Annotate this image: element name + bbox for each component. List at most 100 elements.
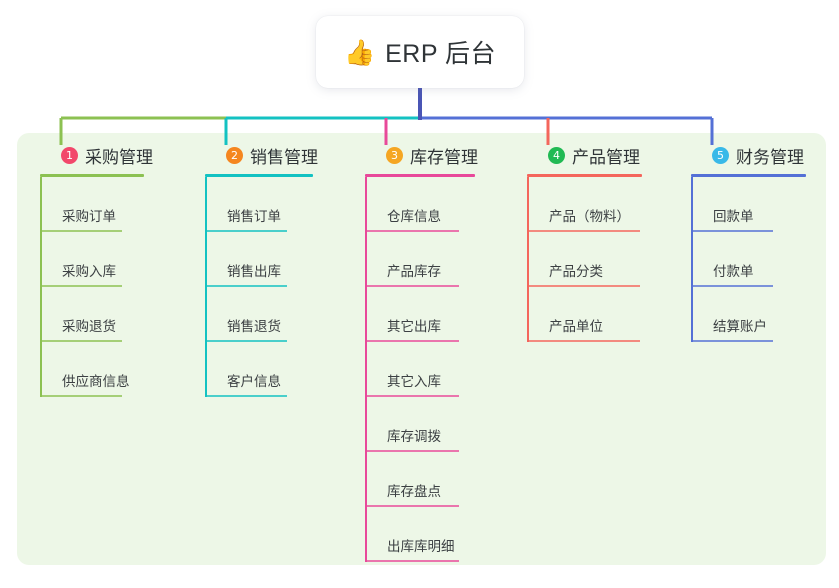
item-underline [205,230,287,232]
column-badge-4: 4 [548,146,565,164]
column-items: 回款单付款单结算账户 [691,177,839,342]
item-label: 其它入库 [387,374,441,389]
item-underline [365,285,459,287]
list-item[interactable]: 产品分类 [527,232,697,287]
list-item[interactable]: 产品（物料） [527,177,697,232]
item-underline [365,450,459,452]
column-badge-2: 2 [226,146,243,164]
item-label: 销售退货 [227,319,281,334]
column-badge-1: 1 [61,146,78,164]
item-spine [691,232,693,287]
item-label: 采购订单 [62,209,116,224]
item-underline [365,230,459,232]
list-item[interactable]: 产品单位 [527,287,697,342]
column-items: 产品（物料） 产品分类产品单位 [527,177,697,342]
list-item[interactable]: 采购退货 [40,287,200,342]
item-underline [691,285,773,287]
list-item[interactable]: 库存调拨 [365,397,535,452]
page-title: ERP 后台 [385,40,497,68]
column-underline [691,174,806,177]
item-spine [365,397,367,452]
column-badge-3: 3 [386,146,403,164]
column-underline [205,174,313,177]
column-header-2[interactable]: 2 销售管理 [205,143,365,167]
item-underline [365,340,459,342]
item-spine [527,232,529,287]
column-header-1[interactable]: 1 采购管理 [40,143,200,167]
item-underline [205,285,287,287]
item-underline [527,285,640,287]
list-item[interactable]: 回款单 [691,177,839,232]
column-title: 销售管理 [250,147,318,167]
item-spine [365,342,367,397]
item-underline [205,395,287,397]
column-underline [40,174,144,177]
list-item[interactable]: 其它入库 [365,342,535,397]
item-spine [365,452,367,507]
column-items: 采购订单采购入库采购退货供应商信息 [40,177,200,397]
list-item[interactable]: 销售退货 [205,287,365,342]
list-item[interactable]: 出库库明细 [365,507,535,562]
list-item[interactable]: 产品库存 [365,232,535,287]
item-label: 库存盘点 [387,484,441,499]
list-item[interactable]: 其它出库 [365,287,535,342]
column-underline [527,174,642,177]
item-label: 产品分类 [549,264,603,279]
column-items: 仓库信息产品库存其它出库其它入库库存调拨库存盘点出库库明细 [365,177,535,562]
item-label: 销售订单 [227,209,281,224]
list-item[interactable]: 结算账户 [691,287,839,342]
column-underline [365,174,475,177]
item-label: 付款单 [713,264,754,279]
column-2: 2 销售管理销售订单销售出库销售退货客户信息 [205,143,365,397]
item-label: 产品（物料） [549,209,630,224]
list-item[interactable]: 客户信息 [205,342,365,397]
item-label: 出库库明细 [387,539,455,554]
item-spine [691,177,693,232]
list-item[interactable]: 供应商信息 [40,342,200,397]
item-underline [691,340,773,342]
item-spine [527,287,529,342]
column-title: 财务管理 [736,147,804,167]
item-underline [691,230,773,232]
list-item[interactable]: 采购订单 [40,177,200,232]
item-underline [40,230,122,232]
root-title-card[interactable]: 👍 ERP 后台 [316,16,524,88]
item-spine [40,232,42,287]
list-item[interactable]: 采购入库 [40,232,200,287]
item-spine [205,342,207,397]
item-underline [365,505,459,507]
list-item[interactable]: 库存盘点 [365,452,535,507]
item-spine [365,507,367,562]
item-label: 供应商信息 [62,374,130,389]
column-3: 3 库存管理仓库信息产品库存其它出库其它入库库存调拨库存盘点出库库明细 [365,143,535,562]
list-item[interactable]: 仓库信息 [365,177,535,232]
column-title: 采购管理 [85,147,153,167]
item-underline [205,340,287,342]
item-label: 销售出库 [227,264,281,279]
item-underline [527,230,640,232]
list-item[interactable]: 付款单 [691,232,839,287]
item-underline [365,560,459,562]
item-spine [40,287,42,342]
item-spine [40,177,42,232]
item-spine [527,177,529,232]
item-spine [205,232,207,287]
list-item[interactable]: 销售订单 [205,177,365,232]
item-underline [40,340,122,342]
item-label: 采购退货 [62,319,116,334]
item-label: 产品单位 [549,319,603,334]
column-items: 销售订单销售出库销售退货客户信息 [205,177,365,397]
item-label: 其它出库 [387,319,441,334]
column-header-3[interactable]: 3 库存管理 [365,143,535,167]
list-item[interactable]: 销售出库 [205,232,365,287]
item-label: 客户信息 [227,374,281,389]
column-title: 库存管理 [410,147,478,167]
item-spine [365,232,367,287]
item-spine [205,287,207,342]
item-underline [40,285,122,287]
